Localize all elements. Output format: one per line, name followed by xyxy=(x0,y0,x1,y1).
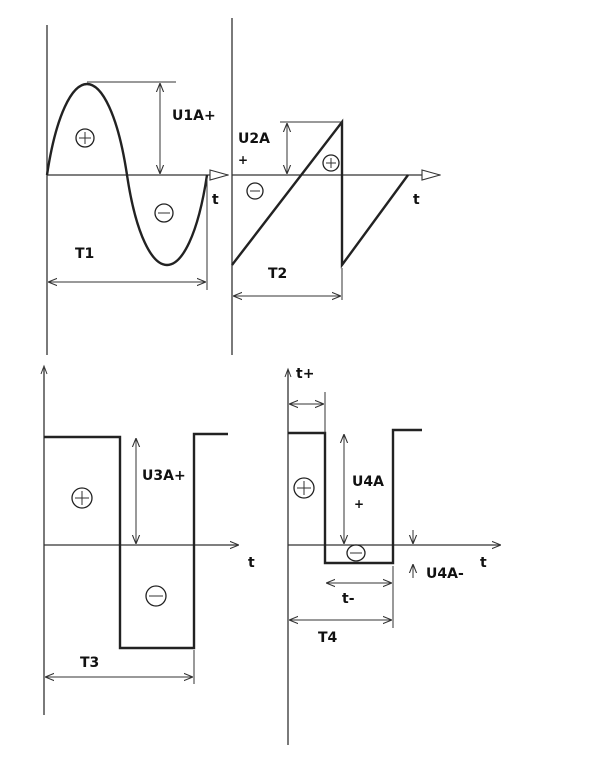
period-label: T4 xyxy=(318,630,338,646)
square-wave xyxy=(44,432,228,650)
panel-sine: U1A+ T1 t xyxy=(45,25,228,355)
y-axis-arrow xyxy=(40,364,48,375)
sawtooth-wave xyxy=(231,118,409,269)
amplitude-label: U2A xyxy=(238,131,270,147)
pos-duration-label: t+ xyxy=(296,366,314,382)
sine-wave xyxy=(45,82,209,267)
amplitude-sign: + xyxy=(238,153,248,167)
time-label: t xyxy=(212,192,219,208)
pulse-wave xyxy=(288,428,422,565)
amplitude-label: U1A+ xyxy=(172,108,216,124)
time-label: t xyxy=(248,555,255,571)
neg-duration-label: t- xyxy=(342,591,355,607)
period-label: T2 xyxy=(268,266,287,282)
amplitude-label: U3A+ xyxy=(142,468,186,484)
time-label: t xyxy=(413,192,420,208)
period-label: T1 xyxy=(75,246,94,262)
panel-pulse: t+ U4A + U4A- t- T4 t xyxy=(284,366,500,745)
amplitude-label: U4A xyxy=(352,474,384,490)
neg-amplitude-label: U4A- xyxy=(426,566,464,582)
y-axis-arrow xyxy=(284,367,292,378)
panel-square: U3A+ T3 t xyxy=(40,364,255,715)
panel-sawtooth: U2A + T2 t xyxy=(231,18,440,355)
time-label: t xyxy=(480,555,487,571)
amplitude-sign: + xyxy=(354,497,364,511)
period-label: T3 xyxy=(80,655,99,671)
